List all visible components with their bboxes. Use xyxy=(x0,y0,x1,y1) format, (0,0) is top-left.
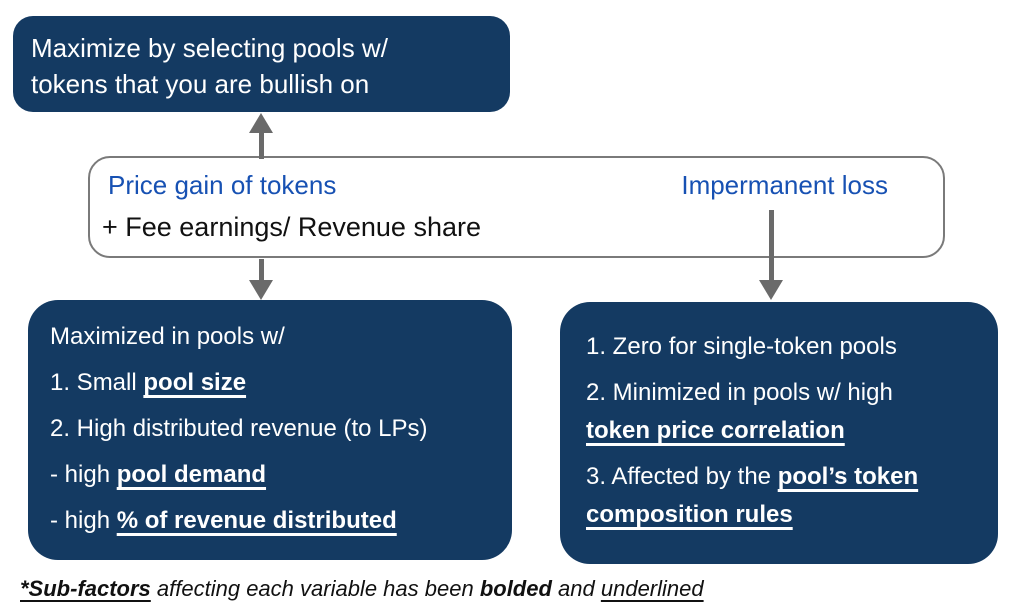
right-box-item-1: 1. Zero for single-token pools xyxy=(586,333,897,360)
impermanent-loss-details-box: 1. Zero for single-token pools 2. Minimi… xyxy=(560,302,998,564)
price-gain-label: Price gain of tokens xyxy=(108,170,337,200)
arrow-down-right-icon xyxy=(759,210,783,300)
footnote: *Sub-factors affecting each variable has… xyxy=(20,576,704,601)
arrow-down-right-head xyxy=(759,280,783,300)
arrow-down-right-shaft xyxy=(768,210,774,280)
price-gain-details-box: Maximized in pools w/ 1. Small pool size… xyxy=(28,300,512,560)
left-box-line-4: - high pool demand xyxy=(50,461,267,488)
impermanent-loss-label: Impermanent loss xyxy=(681,170,888,200)
arrow-down-left-icon xyxy=(249,259,273,300)
arrow-up-shaft xyxy=(258,133,264,159)
left-box-line-2: 1. Small pool size xyxy=(50,369,247,396)
arrow-up-icon xyxy=(249,113,273,159)
variables-row: Price gain of tokens Impermanent loss xyxy=(90,158,943,201)
top-callout-box: Maximize by selecting pools w/ tokens th… xyxy=(13,16,510,112)
left-box-line-3: 2. High distributed revenue (to LPs) xyxy=(50,415,428,442)
left-box-line-5: - high % of revenue distributed xyxy=(50,507,397,534)
arrow-down-left-shaft xyxy=(258,259,264,280)
fee-earnings-label: + Fee earnings/ Revenue share xyxy=(102,212,481,242)
arrow-down-left-head xyxy=(249,280,273,300)
left-box-line-1: Maximized in pools w/ xyxy=(50,323,285,350)
top-box-line-2: tokens that you are bullish on xyxy=(31,69,370,99)
variables-box: Price gain of tokens Impermanent loss + … xyxy=(88,156,945,258)
top-box-line-1: Maximize by selecting pools w/ xyxy=(31,33,388,63)
arrow-up-head xyxy=(249,113,273,133)
